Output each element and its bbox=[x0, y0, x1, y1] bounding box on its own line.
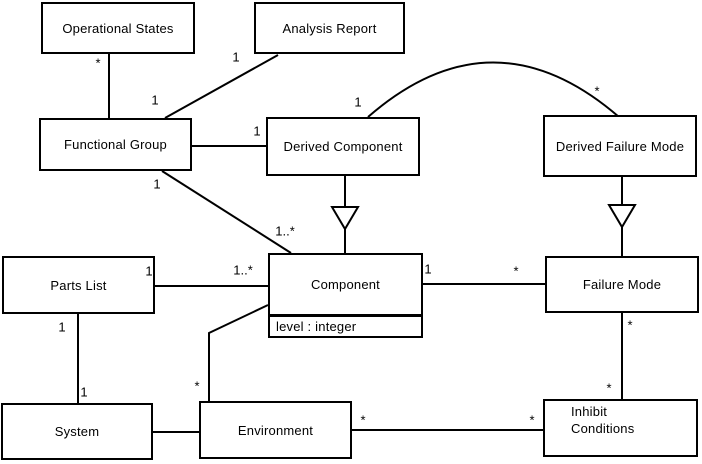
class-label: Derived Component bbox=[283, 139, 403, 154]
multiplicity-arc-one: 1 bbox=[354, 94, 362, 110]
generalization-triangle-icon bbox=[330, 206, 360, 231]
class-analysis-report[interactable]: Analysis Report bbox=[254, 2, 405, 54]
multiplicity-component-failure-mode-star: * bbox=[513, 263, 519, 279]
multiplicity-analysis-report-one: 1 bbox=[232, 49, 240, 65]
class-label: Analysis Report bbox=[282, 20, 377, 36]
class-label: Component bbox=[310, 277, 380, 292]
class-label: System bbox=[54, 424, 100, 439]
class-label: Environment bbox=[237, 422, 314, 438]
multiplicity-arc-star: * bbox=[594, 83, 600, 99]
class-functional-group[interactable]: Functional Group bbox=[39, 118, 192, 171]
multiplicity-operational-states-star: * bbox=[95, 55, 101, 71]
multiplicity-inhibit-conditions-star: * bbox=[606, 380, 612, 396]
class-operational-states[interactable]: Operational States bbox=[41, 2, 195, 54]
assoc-functional-group-component bbox=[161, 170, 292, 254]
multiplicity-functional-group-one: 1 bbox=[151, 92, 159, 108]
class-label: Operational States bbox=[62, 20, 174, 36]
class-component[interactable]: Component level : integer bbox=[268, 253, 423, 338]
class-label: Parts List bbox=[50, 277, 107, 293]
class-attribute: level : integer bbox=[276, 319, 357, 334]
assoc-derived-component-derived-failure-mode-arc bbox=[367, 61, 620, 118]
multiplicity-derived-component-one: 1 bbox=[253, 123, 261, 139]
multiplicity-environment-inhibit-star-left: * bbox=[360, 412, 366, 428]
generalization-triangle-icon bbox=[607, 204, 637, 229]
multiplicity-environment-inhibit-star-right: * bbox=[529, 412, 535, 428]
class-name-compartment: Component bbox=[270, 255, 421, 314]
class-label: Functional Group bbox=[64, 137, 167, 152]
multiplicity-system-one: 1 bbox=[80, 384, 88, 400]
assoc-component-environment bbox=[208, 304, 269, 401]
class-derived-failure-mode[interactable]: Derived Failure Mode bbox=[543, 115, 697, 177]
class-attribute-compartment: level : integer bbox=[270, 314, 421, 336]
multiplicity-parts-list-system-one: 1 bbox=[58, 319, 66, 335]
multiplicity-parts-list-one: 1 bbox=[145, 263, 153, 279]
multiplicity-functional-group-component-many: 1..* bbox=[275, 223, 295, 239]
multiplicity-parts-list-component-many: 1..* bbox=[233, 262, 253, 278]
class-system[interactable]: System bbox=[1, 403, 153, 460]
class-failure-mode[interactable]: Failure Mode bbox=[545, 256, 699, 313]
class-label: Failure Mode bbox=[582, 277, 662, 292]
class-environment[interactable]: Environment bbox=[199, 401, 352, 459]
assoc-analysis-report-functional-group bbox=[164, 54, 279, 119]
multiplicity-component-failure-mode-one: 1 bbox=[424, 261, 432, 277]
class-derived-component[interactable]: Derived Component bbox=[266, 117, 420, 176]
class-label: Derived Failure Mode bbox=[555, 138, 685, 154]
class-label: Inhibit Conditions bbox=[571, 404, 635, 436]
multiplicity-failure-mode-inhibit-star: * bbox=[627, 317, 633, 333]
class-inhibit-conditions[interactable]: Inhibit Conditions bbox=[543, 399, 698, 457]
class-parts-list[interactable]: Parts List bbox=[2, 256, 155, 314]
multiplicity-functional-group-component-one: 1 bbox=[153, 176, 161, 192]
multiplicity-environment-component-star: * bbox=[194, 378, 200, 394]
